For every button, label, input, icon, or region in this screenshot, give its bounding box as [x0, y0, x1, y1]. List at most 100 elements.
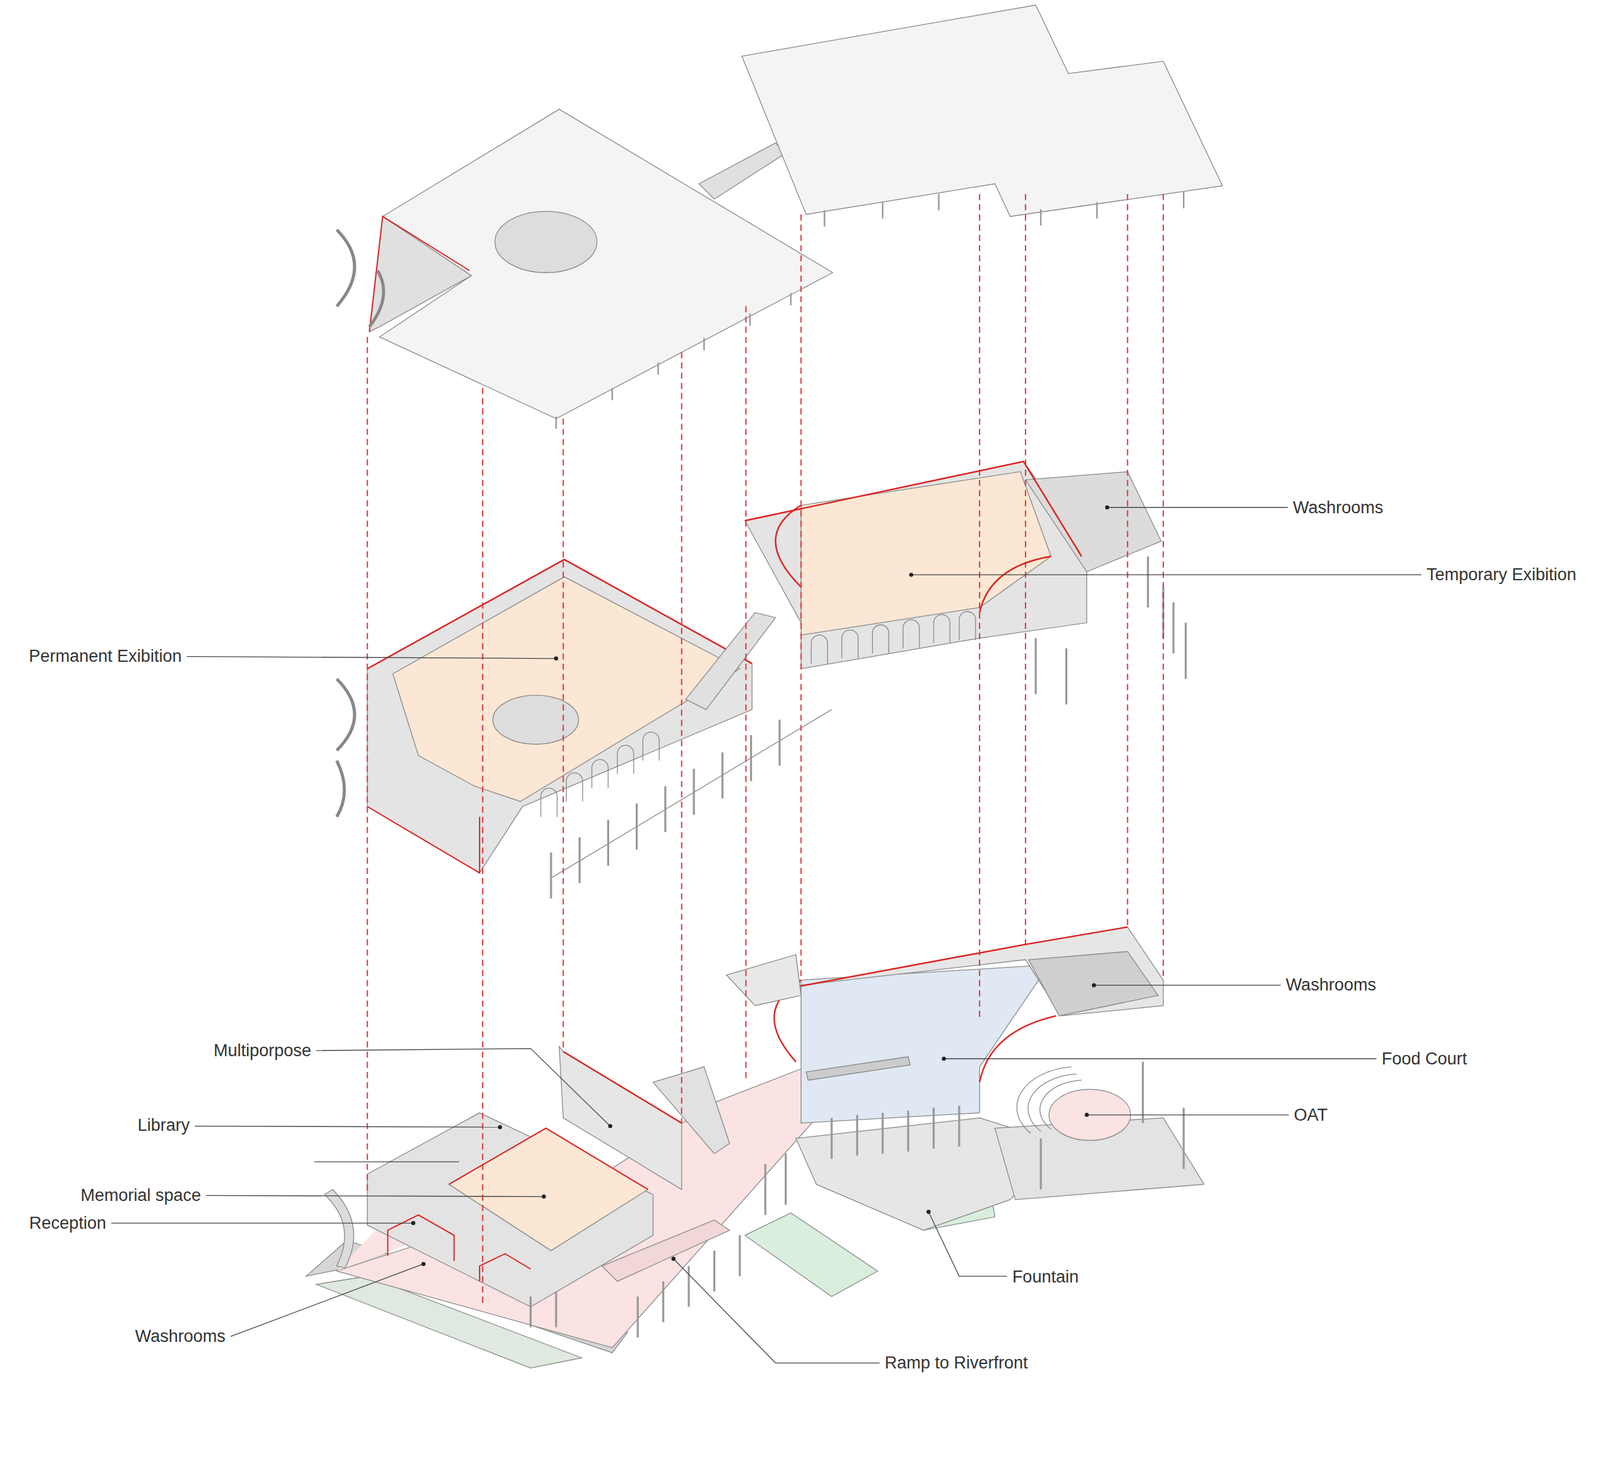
atrium-void — [492, 695, 579, 745]
column — [778, 719, 781, 766]
oat-steps — [1016, 1066, 1082, 1134]
column — [529, 1296, 532, 1327]
leader-line — [673, 1258, 880, 1364]
dashed-alignment — [1126, 193, 1128, 929]
column — [635, 803, 638, 850]
column — [1065, 648, 1068, 705]
dashed-alignment — [1024, 193, 1027, 950]
callout-label: Ramp to Riverfront — [882, 1352, 1031, 1373]
pool — [745, 1212, 878, 1297]
leader-line — [230, 1263, 424, 1337]
column — [636, 1296, 639, 1338]
dashed-alignment — [482, 387, 484, 1307]
dashed-alignment — [800, 214, 802, 980]
column — [856, 1114, 859, 1156]
column — [1182, 1107, 1185, 1170]
permanent-wall — [367, 559, 752, 873]
red-outline — [750, 927, 1128, 996]
washrooms-ground — [1028, 951, 1159, 1016]
leader-line — [206, 1194, 544, 1197]
callout-label: Multiporpose — [211, 1040, 315, 1061]
column — [662, 1280, 665, 1322]
callout-label: Reception — [26, 1212, 109, 1233]
leader-line — [111, 1222, 414, 1223]
callout-label: OAT — [1291, 1104, 1331, 1125]
column — [763, 1163, 766, 1215]
red-outline — [387, 1214, 455, 1261]
column — [549, 852, 552, 899]
roof-level — [336, 5, 1223, 419]
callout-label: Washrooms — [1290, 497, 1386, 518]
dashed-alignment — [745, 306, 747, 1083]
column — [713, 1250, 716, 1292]
column — [1096, 202, 1098, 219]
callout-label: Food Court — [1378, 1048, 1470, 1069]
leader-dot — [926, 1209, 931, 1214]
column — [657, 362, 659, 375]
leader-line — [194, 1126, 500, 1128]
dashed-alignment — [1162, 193, 1164, 981]
column — [824, 210, 826, 227]
column — [555, 416, 557, 429]
roof-columns — [556, 192, 1184, 430]
red-outline — [449, 1127, 649, 1190]
callout-label: Washrooms — [1283, 974, 1379, 995]
leader-dots — [411, 505, 1110, 1266]
leader-line — [314, 1160, 459, 1162]
counter — [806, 1056, 911, 1080]
leader-dot — [1105, 505, 1110, 510]
red-outline — [367, 559, 752, 669]
column — [957, 1105, 960, 1147]
roof-bridge — [698, 142, 786, 200]
leader-dot — [497, 1124, 502, 1129]
temporary-exhibition-floor — [801, 471, 1052, 635]
column — [692, 768, 695, 815]
curved-entry-wall — [324, 1189, 354, 1268]
food-court-wall — [750, 927, 1164, 1017]
column — [703, 338, 705, 351]
alignment-lines — [367, 193, 1164, 1307]
red-outline — [369, 216, 470, 332]
column — [1182, 192, 1185, 209]
arches — [540, 731, 660, 817]
leader-dot — [1091, 982, 1096, 987]
leader-dot — [554, 656, 558, 661]
red-outline — [479, 1253, 531, 1281]
red-outline — [367, 806, 480, 873]
leader-dot — [671, 1256, 676, 1261]
multipurpose-wall — [559, 1046, 682, 1190]
ground-columns — [530, 1061, 1184, 1338]
leader-dot — [541, 1194, 546, 1199]
leader-dot — [607, 1123, 612, 1128]
column — [1184, 622, 1187, 679]
column — [750, 734, 752, 782]
column — [578, 836, 581, 883]
column — [830, 1117, 833, 1159]
column — [687, 1265, 690, 1307]
callout-label: Memorial space — [78, 1184, 205, 1206]
column — [749, 313, 751, 326]
stair — [652, 1066, 730, 1154]
ground-floor — [305, 927, 1204, 1369]
leader-line — [928, 1211, 1007, 1276]
column — [1172, 602, 1175, 654]
first-floor — [336, 461, 1162, 878]
leader-line — [944, 1057, 1377, 1059]
leader-lines — [111, 507, 1422, 1364]
grid-line — [551, 709, 832, 879]
column — [738, 1234, 741, 1276]
food-court — [801, 964, 1049, 1123]
column — [1146, 556, 1149, 608]
column — [907, 1110, 910, 1152]
callout-label: Fountain — [1009, 1266, 1082, 1287]
leader-line — [1086, 1114, 1290, 1115]
temporary-curve — [979, 556, 1051, 613]
column — [611, 387, 613, 400]
entry-canopy — [726, 954, 802, 1006]
column — [784, 1153, 787, 1205]
dashed-alignment — [366, 336, 368, 1195]
leader-dot — [909, 572, 914, 577]
permanent-exhibition-floor — [393, 576, 740, 802]
